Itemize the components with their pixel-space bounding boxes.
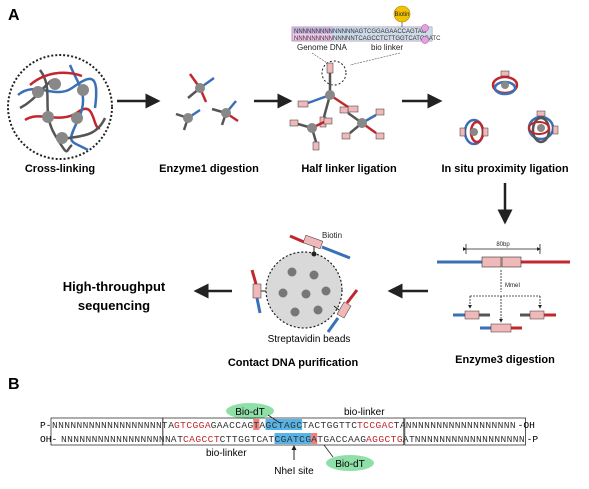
panel-b-label: B <box>8 376 20 393</box>
bio-dt-bottom-label: Bio-dT <box>335 459 364 470</box>
step-purification-label: Contact DNA purification <box>228 357 359 369</box>
panel-a-label: A <box>8 7 20 24</box>
sequencing-line1: High-throughput <box>63 279 166 294</box>
top-seq-segment-10: NNNNNNNNNNNNNNNNNN <box>406 420 516 431</box>
top-seq-segment-3: GAACCAG <box>211 420 254 431</box>
right-genome-box <box>404 417 526 446</box>
bottom-seq-segment-7: A <box>311 434 317 445</box>
bottom-seq-highlight-7 <box>311 433 318 444</box>
bio-dt-top-pointer <box>267 414 281 424</box>
bottom-seq-segment-5: T <box>268 434 274 445</box>
bottom-seq-segment-10: AT <box>403 434 415 445</box>
top-seq-segment-1: TA <box>162 420 174 431</box>
bottom-seq-segment-1: AT <box>171 434 183 445</box>
inset-biotin-label: Biotin <box>394 12 409 18</box>
top-seq-segment-5: A <box>259 420 265 431</box>
bottom-right-end: -P <box>527 434 539 445</box>
purification-beads-label: Streptavidin beads <box>268 334 351 345</box>
enzyme1-illustration <box>175 73 239 131</box>
top-right-end: -OH <box>518 420 535 431</box>
bottom-left-end: OH- <box>40 434 57 445</box>
bottom-seq-segment-0: NNNNNNNNNNNNNNNNNN <box>61 434 171 445</box>
top-seq-segment-8: TCCGAC <box>357 420 394 431</box>
linker-inset: NNNNNNNNNNNNNNAGTCGGAGAACCAGTAG NNNNNNNN… <box>291 5 441 86</box>
sequence-boxes <box>50 417 526 446</box>
purification-illustration: Biotin <box>250 231 359 333</box>
bottom-seq-segment-6: CGATCG <box>275 434 312 445</box>
bottom-seq-segment-8: TGACCAAG <box>317 434 366 445</box>
step-proximity-label: In situ proximity ligation <box>441 163 568 175</box>
top-seq-segment-6: GCTAGC <box>266 420 303 431</box>
top-seq-segment-7: TACTGGTTC <box>302 420 357 431</box>
crosslinking-illustration <box>7 54 113 160</box>
top-seq-segment-4: T <box>253 420 259 431</box>
inset-bottom-strand: NNNNNNNNNNNNNNTCAGCCTCTTGGTCATCGATC <box>294 36 441 42</box>
enzyme3-length-label: 80bp <box>496 242 510 248</box>
proximity-illustration <box>459 70 559 146</box>
enzyme3-illustration: 80bp MmeI <box>437 242 570 333</box>
bio-dt-bottom-badge: Bio-dT <box>326 455 374 471</box>
top-seq-segment-0: NNNNNNNNNNNNNNNNNN <box>52 420 162 431</box>
bottom-seq-segment-2: CAGCCT <box>183 434 220 445</box>
top-seq-segment-9: TA <box>394 420 406 431</box>
bottom-seq-segment-4: A <box>262 434 268 445</box>
top-seq-highlight-6 <box>265 419 303 430</box>
enzyme3-enzyme-label: MmeI <box>505 283 520 289</box>
bio-linker-bottom-label: bio-linker <box>206 448 247 459</box>
bio-linker-top-label: bio-linker <box>344 407 385 418</box>
bottom-seq-highlight-6 <box>274 433 312 444</box>
inset-bio-linker-label: bio linker <box>371 43 403 52</box>
inset-top-strand: NNNNNNNNNNNNNNAGTCGGAGAACCAGTAG <box>294 29 427 35</box>
step-enzyme3-label: Enzyme3 digestion <box>455 354 555 366</box>
bio-dt-top-label: Bio-dT <box>235 407 264 418</box>
step-enzyme1-label: Enzyme1 digestion <box>159 163 259 175</box>
top-left-end: P- <box>40 420 52 431</box>
step-crosslinking-label: Cross-linking <box>25 163 95 175</box>
inset-genome-dna-label: Genome DNA <box>297 43 347 52</box>
step-half-linker-label: Half linker ligation <box>301 163 397 175</box>
sequencing-line2: sequencing <box>78 298 150 313</box>
half-linker-illustration <box>289 62 385 151</box>
bottom-seq-segment-3: CTTGGTC <box>220 434 263 445</box>
top-seq-highlight-4 <box>253 419 260 430</box>
nhei-site-label: NheI site <box>274 466 314 477</box>
purification-biotin-label: Biotin <box>322 231 342 240</box>
bottom-seq-segment-11: NNNNNNNNNNNNNNNNNN <box>415 434 525 445</box>
bottom-seq-segment-9: AGGCTG <box>366 434 403 445</box>
bio-dt-top-badge: Bio-dT <box>226 403 274 419</box>
top-seq-segment-2: GTCGGA <box>174 420 211 431</box>
linker-box <box>162 417 405 446</box>
bio-dt-bottom-pointer <box>323 444 334 458</box>
